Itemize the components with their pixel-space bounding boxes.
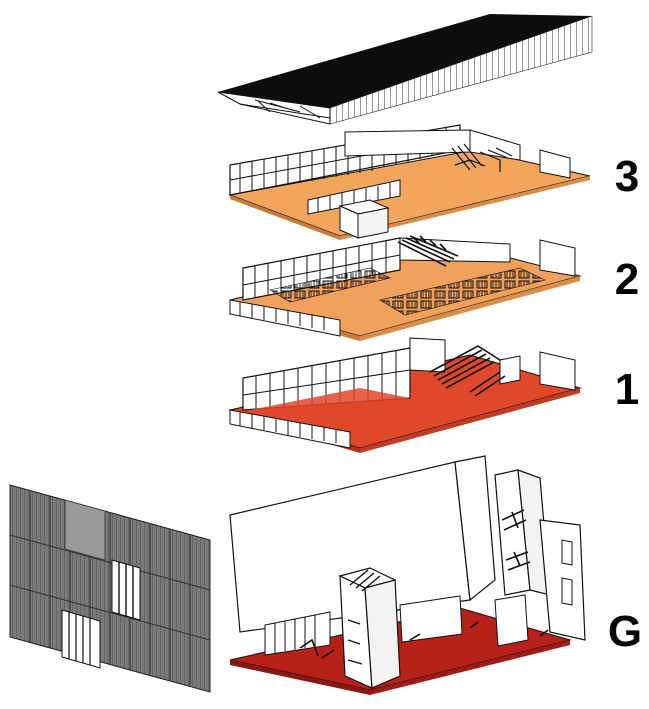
level-3-slab-edge-right	[340, 176, 590, 240]
level-1-label: 1	[614, 365, 640, 414]
level-3-end-wall	[539, 149, 571, 179]
facade-light-panel	[64, 499, 106, 561]
level-1-rear-wall	[409, 337, 446, 373]
level-g-right-wing-windows	[561, 539, 573, 606]
level-1-layer	[228, 337, 582, 453]
level-1-balustrade	[229, 409, 351, 449]
roof-trusses	[239, 99, 331, 119]
level-2-glazing	[242, 237, 401, 301]
level-2-label: 2	[614, 255, 640, 304]
level-2-side-wall	[539, 239, 576, 277]
level-2-mullions	[242, 241, 401, 298]
level-g-label: G	[607, 607, 643, 656]
level-g-core-stairs	[347, 569, 381, 665]
level-1-slab-edge-right	[360, 388, 580, 453]
roof-underside	[217, 91, 331, 125]
level-2-slab-edge-right	[360, 276, 580, 341]
level-1-balustrade-posts	[239, 412, 337, 443]
level-1-floor-visible	[250, 388, 410, 425]
level-3-balustrade-posts	[317, 183, 391, 212]
roof-plane	[218, 14, 592, 108]
level-1-mullions	[242, 351, 411, 409]
level-2-layer	[229, 235, 582, 341]
level-1-stair	[429, 345, 506, 397]
level-2-seating-back	[379, 267, 546, 316]
level-3-room-side	[357, 207, 389, 239]
level-g-partition-a	[399, 595, 463, 643]
level-3-slab-edge	[230, 195, 340, 240]
roof-layer	[217, 14, 593, 125]
level-g-layer	[229, 455, 586, 695]
level-3-stair-details	[451, 143, 513, 172]
level-g-tall-block	[454, 455, 496, 602]
level-g-slab-edge-right	[370, 640, 570, 695]
level-3-label: 3	[614, 152, 640, 201]
level-3-rear-wall	[344, 129, 471, 157]
facade-panel-joints	[9, 490, 211, 686]
level-1-side-wall	[539, 351, 576, 391]
facade-opening-upper-bars	[118, 562, 134, 618]
level-g-glazing-mullions	[274, 615, 316, 653]
level-g-furniture	[299, 621, 549, 659]
level-g-core-side	[364, 579, 401, 689]
level-g-tower-stairs	[501, 509, 531, 571]
level-1-core-wall	[499, 355, 521, 385]
level-2-stair	[397, 235, 459, 267]
level-g-slab-edge	[230, 660, 370, 695]
level-2-seating-front	[269, 267, 391, 303]
level-2-balustrade-posts	[239, 302, 325, 330]
level-g-partition-b	[494, 594, 529, 647]
level-3-layer	[228, 124, 591, 240]
facade-screen-layer	[9, 484, 211, 693]
facade-opening-lower-bars	[68, 612, 91, 665]
